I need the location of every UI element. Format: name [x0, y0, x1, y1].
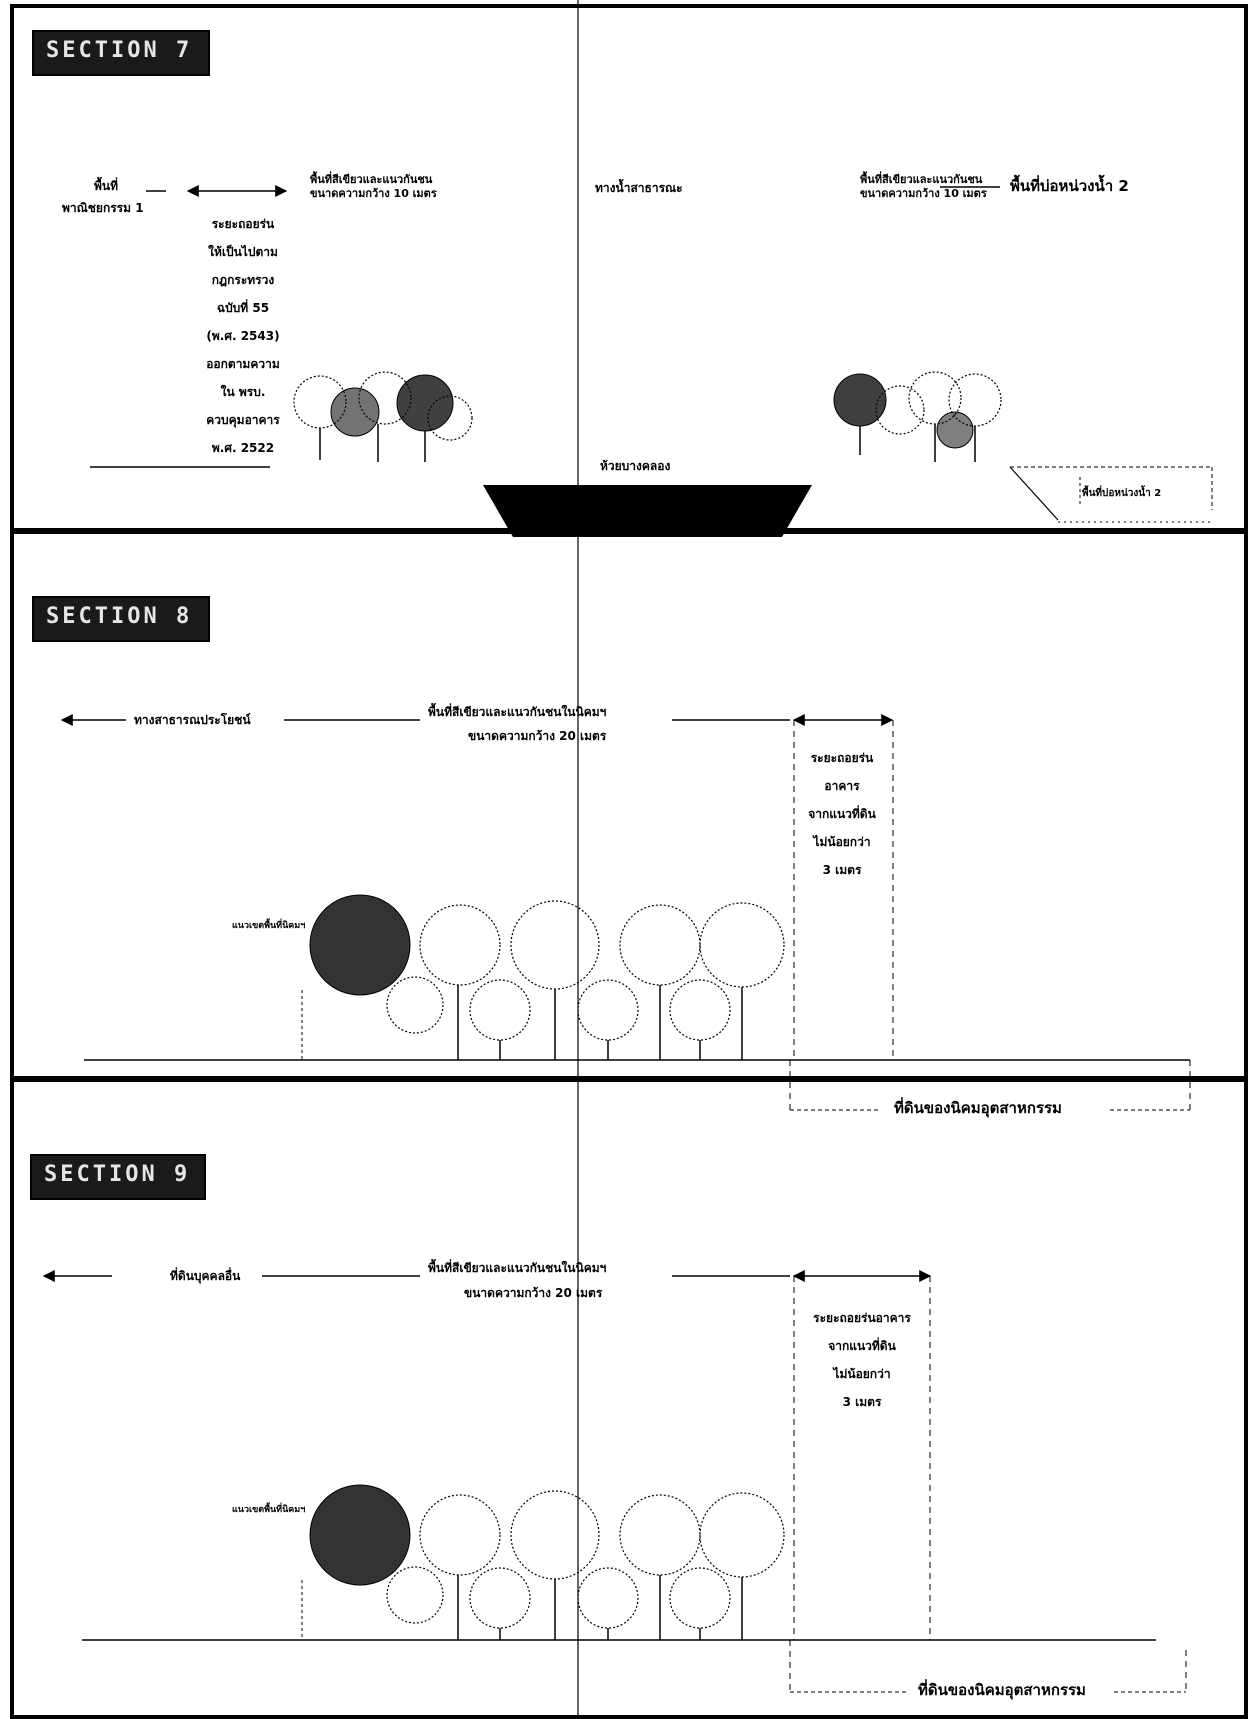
- setback-line: จากแนวที่ดิน: [808, 807, 876, 821]
- section-9-panel: [10, 1078, 1248, 1719]
- section-9-title: SECTION 9: [30, 1154, 206, 1200]
- green-left-line1: พื้นที่สีเขียวและแนวกันชน: [310, 173, 433, 186]
- setback-line: (พ.ศ. 2543): [206, 329, 280, 343]
- setback-regulation-text: ระยะถอยร่น ให้เป็นไปตาม กฎกระทรวง ฉบับที…: [178, 210, 308, 462]
- setback-line: ให้เป็นไปตาม: [208, 245, 278, 259]
- setback-line: ไม่น้อยกว่า: [833, 1367, 891, 1381]
- setback-line: ออกตามความ: [206, 357, 280, 371]
- setback-line: ไม่น้อยกว่า: [813, 835, 871, 849]
- section-8-title: SECTION 8: [32, 596, 210, 642]
- public-waterway-label: ทางน้ำสาธารณะ: [595, 181, 683, 195]
- setback-line: 3 เมตร: [822, 863, 862, 877]
- pond-small-label: พื้นที่บ่อหน่วงน้ำ 2: [1082, 488, 1162, 499]
- boundary-note-s9: แนวเขตพื้นที่นิคมฯ: [232, 1505, 306, 1515]
- setback-line: ระยะถอยร่นอาคาร: [813, 1311, 911, 1325]
- green-left-line2: ขนาดความกว้าง 10 เมตร: [310, 187, 437, 200]
- green-buffer-label-1: พื้นที่สีเขียวและแนวกันชนในนิคมฯ: [428, 705, 607, 719]
- canal-shape: [483, 485, 812, 537]
- estate-land-s9: ที่ดินของนิคมอุตสาหกรรม: [918, 1681, 1086, 1699]
- setback-line: จากแนวที่ดิน: [828, 1339, 896, 1353]
- other-land-label: ที่ดินบุคคลอื่น: [170, 1269, 241, 1283]
- green-right-line2: ขนาดความกว้าง 10 เมตร: [860, 187, 987, 200]
- green-buffer-label-2: ขนาดความกว้าง 20 เมตร: [464, 1286, 603, 1300]
- boundary-note-s8: แนวเขตพื้นที่นิคมฯ: [232, 921, 306, 931]
- tree-row-s8: [309, 894, 785, 1060]
- setback-line: ใน พรบ.: [220, 385, 266, 399]
- green-buffer-label-2: ขนาดความกว้าง 20 เมตร: [468, 729, 607, 743]
- section-7-title: SECTION 7: [32, 30, 210, 76]
- estate-land-s8: ที่ดินของนิคมอุตสาหกรรม: [894, 1099, 1062, 1117]
- commercial-area-label: พื้นที่: [94, 179, 119, 193]
- tree-row-s9: [309, 1484, 785, 1640]
- setback-line: 3 เมตร: [842, 1395, 882, 1409]
- setback-line: กฎกระทรวง: [211, 273, 275, 287]
- setback-line: ฉบับที่ 55: [216, 301, 270, 315]
- setback-line: อาคาร: [824, 779, 860, 793]
- commercial-area-label-2: พาณิชยกรรม 1: [62, 201, 144, 215]
- tree-group-s7-left: [293, 371, 473, 462]
- public-utility-label: ทางสาธารณประโยชน์: [134, 713, 251, 727]
- green-right-line1: พื้นที่สีเขียวและแนวกันชน: [860, 173, 983, 186]
- setback-line: ระยะถอยร่น: [211, 217, 275, 231]
- setback-s8: ระยะถอยร่น อาคาร จากแนวที่ดิน ไม่น้อยกว่…: [790, 744, 894, 884]
- canal-label: ห้วยบางคลอง: [600, 459, 671, 473]
- setback-line: ระยะถอยร่น: [810, 751, 874, 765]
- setback-line: ควบคุมอาคาร: [206, 413, 280, 427]
- setback-s9: ระยะถอยร่นอาคาร จากแนวที่ดิน ไม่น้อยกว่า…: [790, 1304, 934, 1416]
- tree-group-s7-right: [833, 371, 1002, 462]
- setback-line: พ.ศ. 2522: [211, 441, 275, 455]
- pond-area-label: พื้นที่บ่อหน่วงน้ำ 2: [1010, 177, 1129, 195]
- green-buffer-label-1: พื้นที่สีเขียวและแนวกันชนในนิคมฯ: [428, 1261, 607, 1275]
